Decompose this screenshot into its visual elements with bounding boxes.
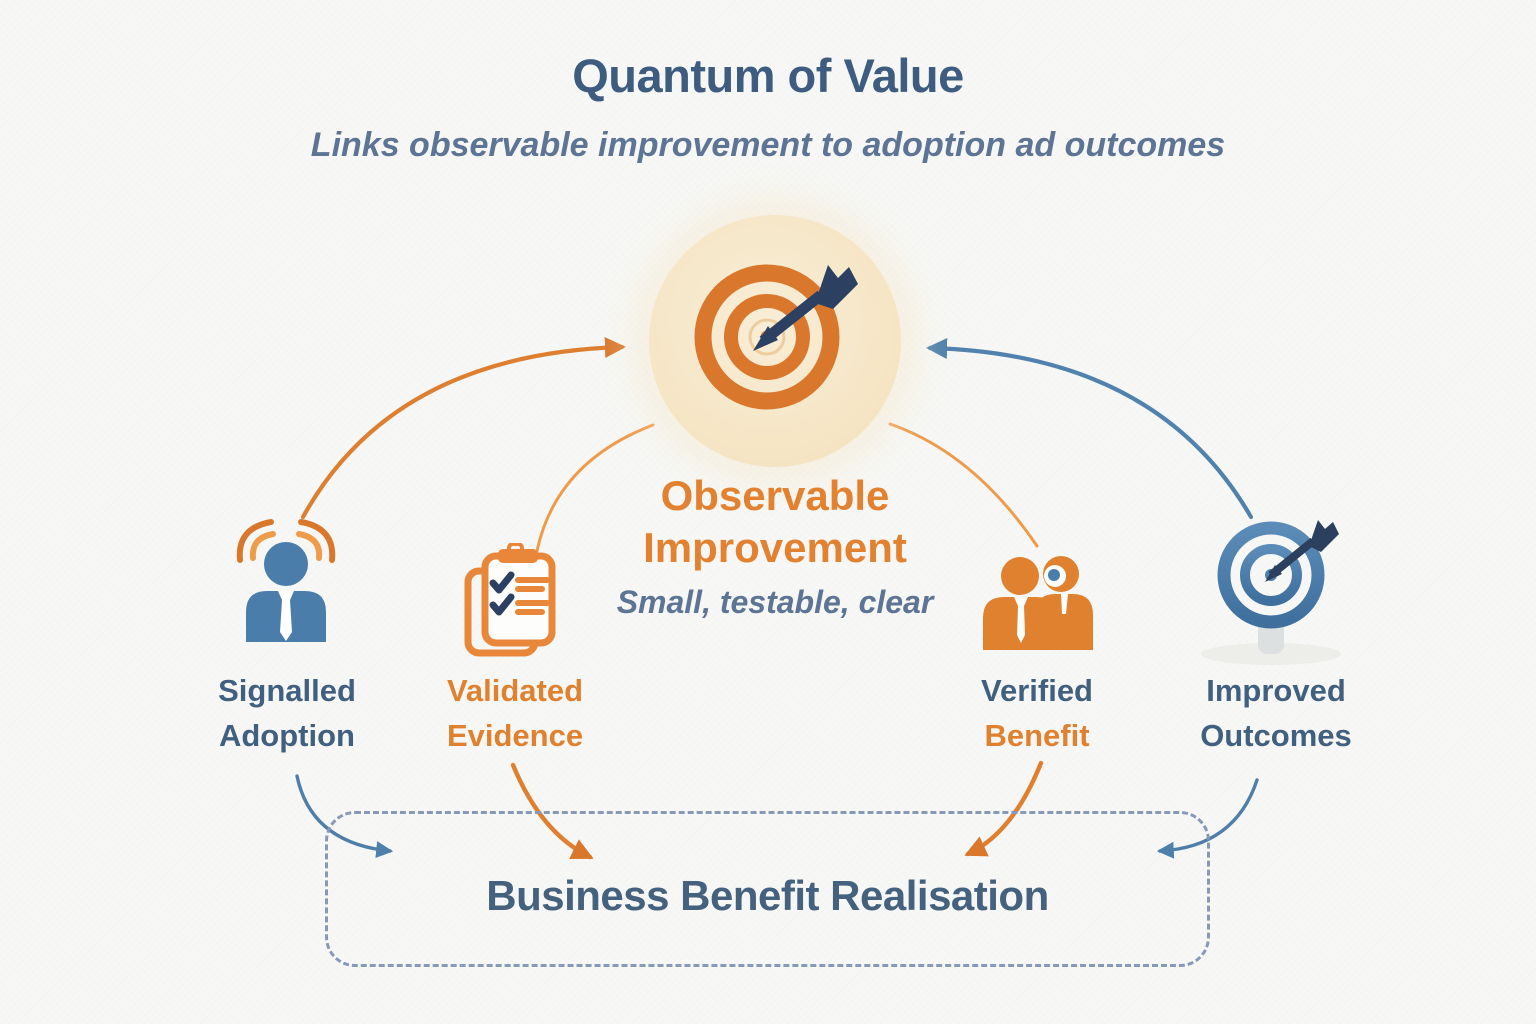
page-title: Quantum of Value bbox=[572, 49, 964, 102]
target-arrow-icon bbox=[694, 264, 858, 410]
label-improved-line1: Improved bbox=[1206, 673, 1346, 708]
connector-center-to-evidence bbox=[535, 423, 655, 553]
label-verified-line1: Verified bbox=[981, 673, 1093, 708]
page-subtitle: Links observable improvement to adoption… bbox=[310, 126, 1226, 164]
label-validated-line2: Evidence bbox=[446, 718, 584, 753]
business-benefit-label: Business Benefit Realisation bbox=[486, 872, 1049, 919]
center-label-line1: Observable bbox=[660, 472, 890, 519]
center-label-line2: Improvement bbox=[643, 524, 907, 571]
label-improved-outcomes: Improved Outcomes bbox=[1156, 668, 1396, 758]
connector-outcomes-to-center bbox=[926, 337, 1254, 520]
business-benefit-box: Business Benefit Realisation bbox=[325, 811, 1210, 967]
connector-center-to-benefit bbox=[888, 422, 1039, 548]
label-validated-line1: Validated bbox=[446, 673, 584, 708]
center-node-tagline: Small, testable, clear bbox=[616, 584, 934, 620]
center-node-label: Observable Improvement bbox=[545, 470, 1005, 574]
label-improved-line2: Outcomes bbox=[1200, 718, 1352, 753]
label-signalled-line2: Adoption bbox=[218, 718, 355, 753]
label-verified-benefit: Verified Benefit bbox=[917, 668, 1157, 758]
label-verified-line2: Benefit bbox=[984, 718, 1090, 753]
label-signalled-line1: Signalled bbox=[218, 673, 356, 708]
connector-signalled-to-center bbox=[300, 337, 626, 520]
connector-benefit-to-box bbox=[964, 760, 1044, 857]
target-stand-icon bbox=[1201, 520, 1341, 665]
people-pair-icon bbox=[983, 556, 1093, 650]
checklist-clipboard-icon bbox=[464, 543, 556, 657]
connector-outcomes-to-box bbox=[1156, 778, 1259, 859]
label-signalled-adoption: Signalled Adoption bbox=[167, 668, 407, 758]
broadcast-person-icon bbox=[236, 519, 336, 642]
connector-evidence-to-box bbox=[510, 762, 594, 860]
label-validated-evidence: Validated Evidence bbox=[395, 668, 635, 758]
